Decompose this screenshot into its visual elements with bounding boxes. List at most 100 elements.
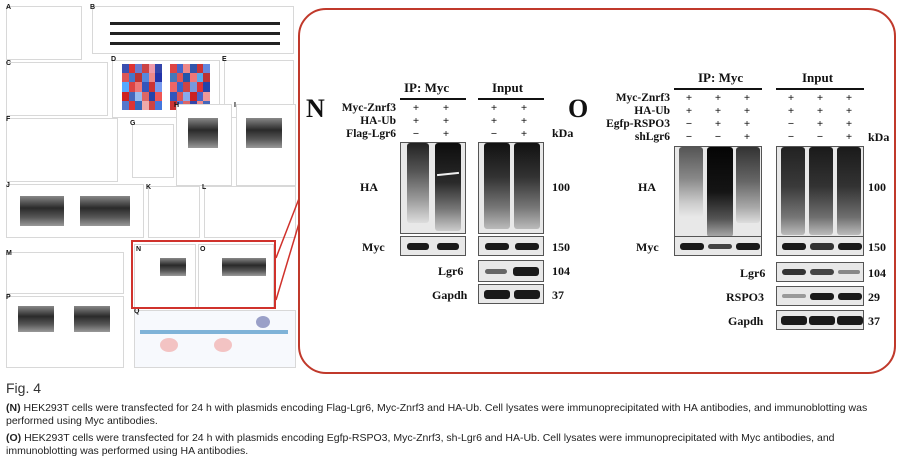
thumb-smear [80,196,130,226]
blot-band [810,293,834,300]
panel-n-row-label: HA-Ub [360,115,396,127]
panel-o-row-label: shLgr6 [634,131,670,143]
sign: + [743,118,751,130]
blot-band [838,270,860,274]
panel-o-blot-label-lgr6: Lgr6 [740,266,766,280]
blot-band [782,269,806,275]
thumb-smear [222,258,266,276]
highlight-box [131,240,276,309]
panel-n-ip-myc-blot [400,236,466,256]
panel-o-ip-ha-blot [674,146,762,238]
panel-n-blot-label-myc: Myc [362,240,385,254]
sign: + [845,92,853,104]
panel-n-input-lgr6-blot [478,260,544,282]
panel-o-ip-myc-blot [674,236,762,256]
thumb-panel-k [148,186,200,238]
sign: − [787,131,795,143]
panel-o-letter: O [568,94,589,123]
blot-band [736,243,760,250]
panel-o-row-label: HA-Ub [634,105,670,117]
sign: + [714,118,722,130]
caption-n-letter: (N) [6,402,21,414]
sign: + [520,128,528,140]
panel-o-kda-myc: 150 [868,240,886,254]
sign: + [845,105,853,117]
thumb-panel-o-small [198,244,274,308]
blot-band [809,316,835,325]
thumb-letter: A [6,4,12,11]
blot-band [838,293,862,300]
sign: + [442,102,450,114]
sign: − [714,131,722,143]
sign: + [490,102,498,114]
thumb-panel-f [6,118,118,182]
thumb-letter: J [6,182,10,189]
thumb-panel-h [176,104,232,186]
sign: + [412,115,420,127]
sign: + [520,115,528,127]
panel-o-row-label: Egfp-RSPO3 [606,118,670,130]
sign: + [787,105,795,117]
caption-o-letter: (O) [6,432,22,444]
blot-band [407,243,429,250]
sign: + [743,105,751,117]
sign: − [412,128,420,140]
thumb-letter: B [90,4,96,11]
panel-n-input-ha-blot [478,142,544,234]
blot-smear [809,147,833,235]
thumb-letter: D [111,56,117,63]
header-underline [674,88,762,90]
blot-band [513,267,539,276]
panel-n-kda: kDa [552,126,574,140]
thumb-panel-g [132,124,174,178]
sign: + [845,118,853,130]
sign: + [520,102,528,114]
header-underline [400,98,466,100]
thumb-band [110,42,280,45]
thumb-letter: H [174,102,180,109]
thumb-letter: Q [134,308,140,315]
panel-n-input-myc-blot [478,236,544,256]
thumb-smear [74,306,110,332]
caption-o: (O) HEK293T cells were transfected for 2… [6,432,896,458]
sign: + [816,92,824,104]
sign: + [743,131,751,143]
blot-band [838,243,862,250]
thumb-letter: O [200,246,206,253]
thumb-band [110,32,280,35]
panel-o-kda-gapdh: 37 [868,314,880,328]
blot-band [514,290,540,299]
panel-n-kda-gapdh: 37 [552,288,564,302]
panel-n-kda-myc: 150 [552,240,570,254]
sign: + [743,92,751,104]
panel-n-row-label: Flag-Lgr6 [346,128,396,140]
panel-n-blot-label-lgr6: Lgr6 [438,264,464,278]
thumb-membrane [140,330,288,334]
caption-n: (N) HEK293T cells were transfected for 2… [6,402,896,428]
panel-o-blot-label-rspo3: RSPO3 [726,290,765,304]
blot-band [680,243,704,250]
panel-o-kda-rspo3: 29 [868,290,880,304]
panel-o-kda: kDa [868,130,890,144]
sign: + [442,128,450,140]
blot-smear [435,143,461,231]
thumb-smear [18,306,54,332]
sign: + [714,105,722,117]
blot-smear [679,147,703,217]
panel-o-kda-ha: 100 [868,180,886,194]
blot-band [485,269,507,274]
thumb-letter: K [146,184,152,191]
panel-o-input-lgr6-blot [776,262,864,282]
panel-n-kda-lgr6: 104 [552,264,570,278]
sign: + [787,92,795,104]
sign: + [685,92,693,104]
thumb-smear [20,196,64,226]
panel-o-input-ha-blot [776,146,864,238]
panel-n-input-gapdh-blot [478,284,544,304]
thumb-smear [160,258,186,276]
panel-o-kda-lgr6: 104 [868,266,886,280]
blot-band [437,243,459,250]
blot-band [782,243,806,250]
sign: + [845,131,853,143]
